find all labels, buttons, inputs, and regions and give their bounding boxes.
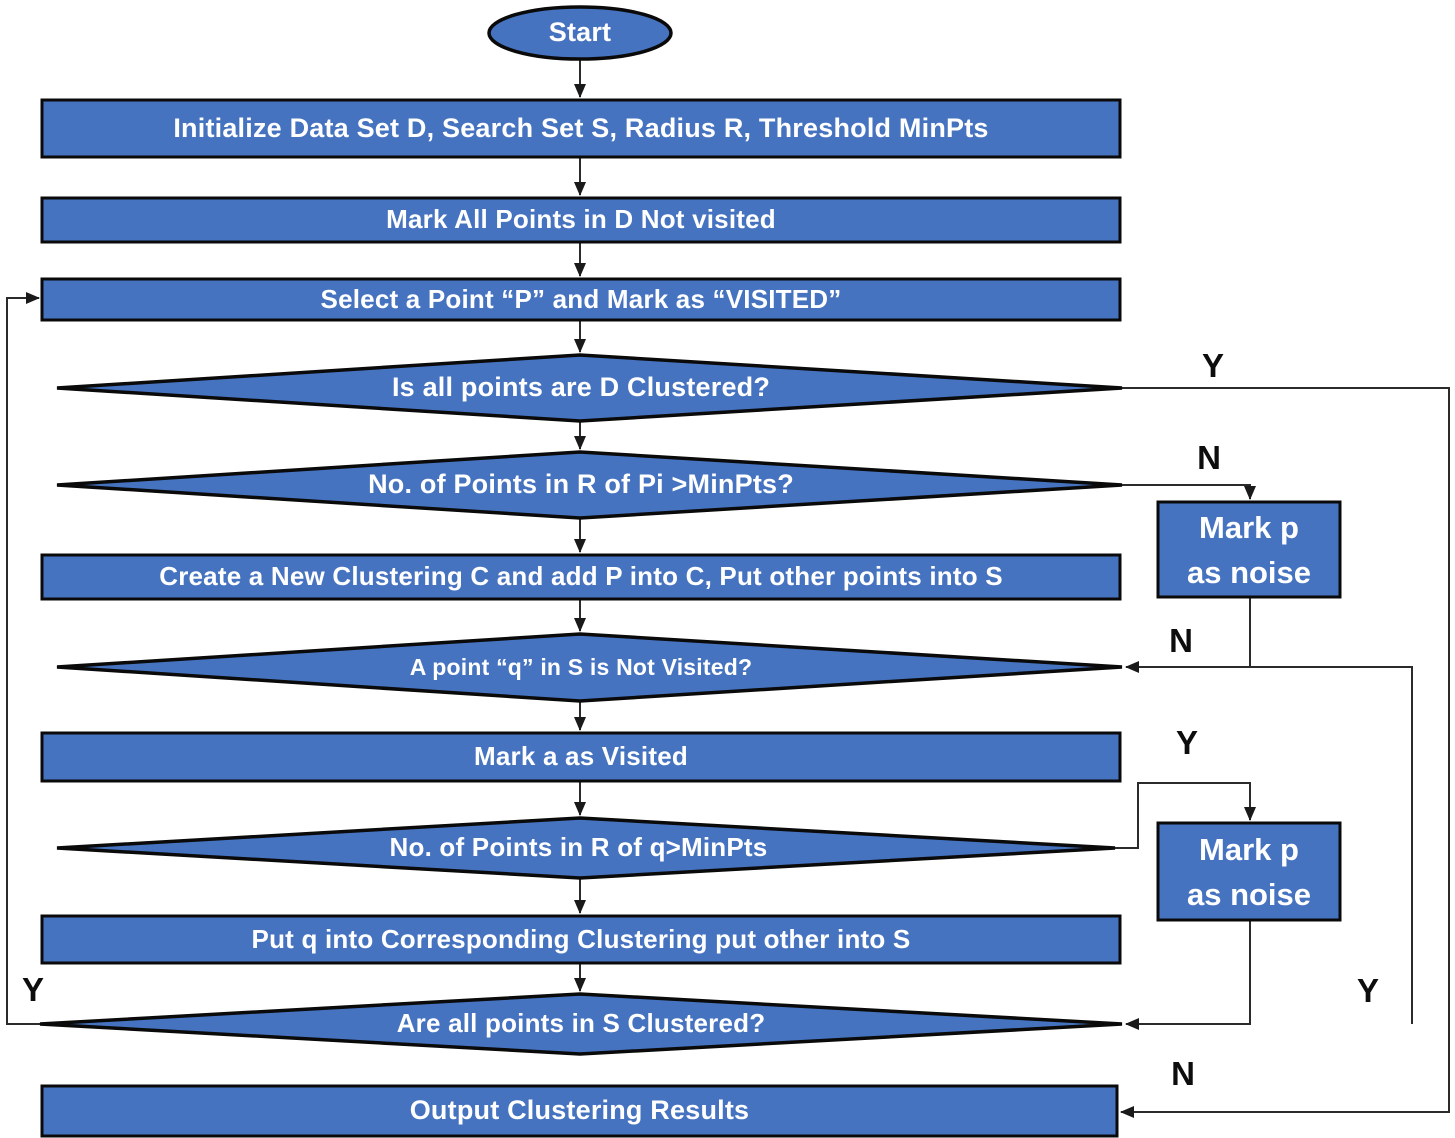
edge-qminpts-yes-to-noise2 (1115, 782, 1256, 849)
decision-q-minpts-shape (56, 816, 1116, 880)
process-output-shape (40, 1084, 1119, 1138)
edge-piminpts-no-to-noise1 (1122, 484, 1256, 500)
edge-noise1-to-qnotvisited (1125, 597, 1251, 673)
noise-box-1-shape (1156, 500, 1342, 599)
start-terminator-shape (487, 5, 673, 61)
decision-pi-minpts-shape (56, 450, 1123, 520)
edge-sclustered-yes-loop-to-selectp (6, 292, 40, 1025)
noise-box-2-shape (1156, 821, 1342, 922)
decision-q-not-visited-shape (56, 632, 1123, 703)
decision-s-clustered-shape (39, 992, 1123, 1056)
process-initialize-shape (40, 98, 1122, 159)
decision-d-clustered-shape (56, 353, 1123, 423)
process-mark-all-shape (40, 196, 1122, 244)
edge-right-bypass (1250, 666, 1413, 1024)
edge-noise2-to-sclustered (1125, 920, 1251, 1030)
process-create-clustering-shape (40, 553, 1122, 601)
process-mark-a-visited-shape (40, 731, 1122, 783)
process-select-point-shape (40, 277, 1122, 322)
edge-dclustered-yes-to-output (1120, 387, 1450, 1118)
process-put-q-shape (40, 914, 1122, 965)
